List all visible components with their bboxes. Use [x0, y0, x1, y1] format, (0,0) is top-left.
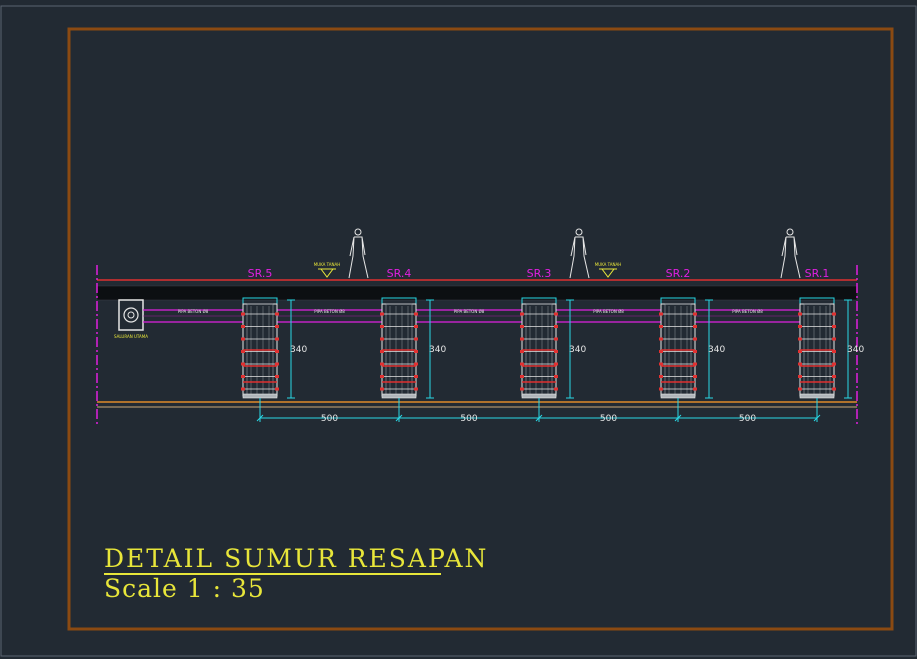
pavement-layer — [96, 285, 858, 301]
depth-label: 340 — [569, 345, 586, 355]
well-sr4: SR.4 340 — [380, 267, 446, 399]
pipe-label: PIPA BETON Ø8 — [593, 309, 624, 314]
spacing-label: 500 — [321, 414, 338, 424]
drawing-scale: Scale 1 : 35 — [104, 574, 265, 603]
pipe-label: PIPA BETON Ø8 — [732, 309, 763, 314]
well-label: SR.4 — [387, 267, 412, 280]
pipe-label: PIPA BETON Ø8 — [178, 309, 209, 314]
depth-label: 340 — [429, 345, 446, 355]
pipe-segment: PIPA BETON Ø8 — [277, 309, 382, 323]
pipe-segment: PIPA BETON Ø8 — [695, 309, 800, 323]
well-label: SR.3 — [527, 267, 552, 280]
viewport-border — [0, 5, 917, 657]
well-sr3: SR.3 340 — [520, 267, 586, 399]
ground-marker-label-2: MUKA TANAH — [595, 262, 622, 267]
ground-marker-label-1: MUKA TANAH — [314, 262, 341, 267]
drawing-title: DETAIL SUMUR RESAPAN — [104, 544, 489, 573]
depth-label: 340 — [708, 345, 725, 355]
pipe-segment: PIPA BETON Ø8 — [556, 309, 661, 323]
pipe-label: PIPA BETON Ø8 — [314, 309, 345, 314]
human-figure-1-icon — [348, 228, 369, 279]
spacing-dimensions: 500 500 500 500 — [256, 398, 821, 424]
human-figure-2-icon — [569, 228, 590, 279]
wells-group: SR.5 340 SR.4 340 SR.3 340 SR.2 340 SR.1 340 — [241, 267, 864, 399]
sheet-frame — [67, 27, 894, 631]
spacing-label: 500 — [739, 414, 756, 424]
pipe-label: PIPA BETON Ø8 — [454, 309, 485, 314]
spacing-label: 500 — [600, 414, 617, 424]
chamber-label: SALURAN UTAMA — [114, 334, 148, 339]
well-sr1: SR.1 340 — [798, 267, 864, 399]
human-figure-3-icon — [780, 228, 801, 279]
depth-label: 340 — [847, 345, 864, 355]
well-label: SR.5 — [248, 267, 273, 280]
well-sr2: SR.2 340 — [659, 267, 725, 399]
ground-marker-2: MUKA TANAH — [595, 262, 622, 278]
title-underline — [104, 573, 441, 575]
well-sr5: SR.5 340 — [241, 267, 307, 399]
depth-label: 340 — [290, 345, 307, 355]
well-label: SR.2 — [666, 267, 691, 280]
pipe-group: PIPA BETON Ø8 PIPA BETON Ø8 PIPA BETON Ø8 P… — [143, 309, 800, 323]
ground-marker-1: MUKA TANAH — [314, 262, 341, 278]
pipe-segment: PIPA BETON Ø8 — [416, 309, 522, 323]
pipe-segment: PIPA BETON Ø8 — [143, 309, 243, 323]
well-label: SR.1 — [805, 267, 830, 280]
main-chamber: SALURAN UTAMA — [114, 299, 148, 339]
spacing-label: 500 — [460, 414, 477, 424]
